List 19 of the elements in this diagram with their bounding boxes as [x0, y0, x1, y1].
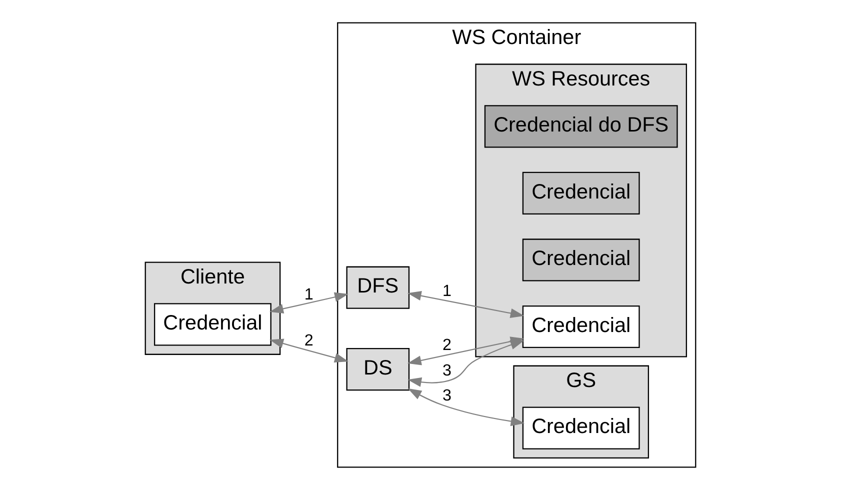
node-box: DFS: [346, 266, 410, 308]
edge-label: 2: [304, 330, 314, 349]
node-box: Credencial: [522, 171, 640, 214]
edge-label: 3: [442, 360, 452, 379]
edge-label: 1: [442, 281, 452, 300]
edge-label: 1: [304, 284, 314, 303]
node-box: Credencial: [154, 302, 272, 346]
arrow: [408, 340, 524, 386]
arrow: [407, 290, 524, 318]
node-box: Credencial do DFS: [484, 104, 678, 148]
arrow: [270, 292, 348, 313]
edge-label: 2: [442, 335, 452, 354]
node-box: Credencial: [522, 406, 640, 449]
arrow: [408, 388, 525, 426]
arrow: [270, 338, 348, 362]
edge-label: 3: [442, 386, 452, 404]
node-box: Credencial: [522, 304, 640, 348]
node-box: Credencial: [522, 238, 640, 281]
node-box: DS: [346, 348, 410, 390]
